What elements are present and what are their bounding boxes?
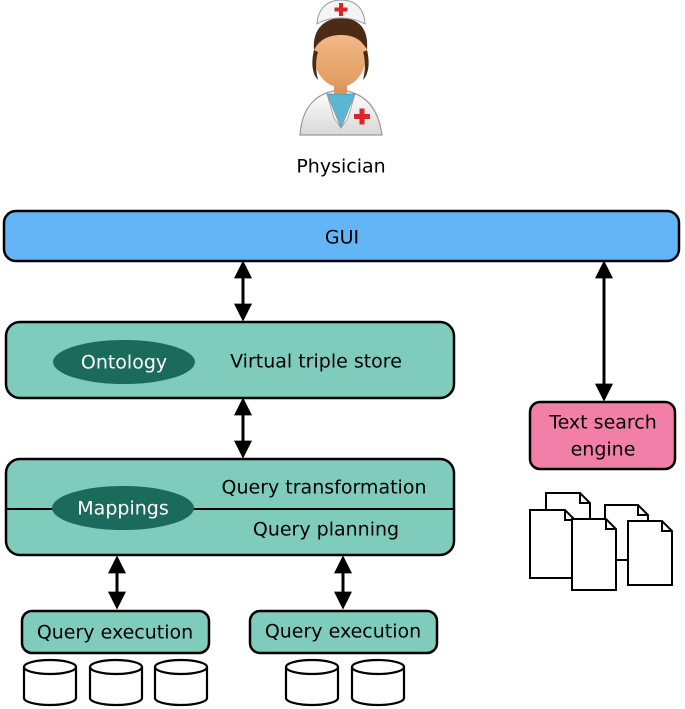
query-transformation-label: Query transformation xyxy=(222,477,427,499)
gui-label: GUI xyxy=(325,227,359,249)
database-icon xyxy=(350,658,406,707)
query-execution-box: Query execution xyxy=(20,609,211,655)
query-execution-label: Query execution xyxy=(265,621,421,643)
physician-icon xyxy=(299,0,383,136)
documents-icon xyxy=(529,492,673,591)
query-execution-label: Query execution xyxy=(37,622,193,644)
text-search-engine-box: Text search engine xyxy=(528,400,677,471)
ontology-label: Ontology xyxy=(81,352,167,374)
database-icon xyxy=(153,658,209,707)
database-group-2 xyxy=(284,658,406,707)
ontology-badge xyxy=(53,340,195,384)
virtual-triple-store-label: Virtual triple store xyxy=(230,351,402,373)
query-execution-box: Query execution xyxy=(248,609,439,655)
text-search-label-line2: engine xyxy=(571,439,636,461)
mappings-box: Mappings Query transformation Query plan… xyxy=(4,457,456,557)
query-planning-label: Query planning xyxy=(253,519,399,541)
database-icon xyxy=(22,658,78,707)
virtual-triple-store-box: Ontology Virtual triple store xyxy=(4,320,456,400)
mappings-label: Mappings xyxy=(77,498,168,520)
gui-bar[interactable]: GUI xyxy=(2,209,681,263)
database-group-1 xyxy=(22,658,209,707)
mappings-badge xyxy=(52,486,194,530)
database-icon xyxy=(284,658,340,707)
physician-label: Physician xyxy=(296,156,385,178)
database-icon xyxy=(88,658,144,707)
text-search-label-line1: Text search xyxy=(548,412,657,434)
